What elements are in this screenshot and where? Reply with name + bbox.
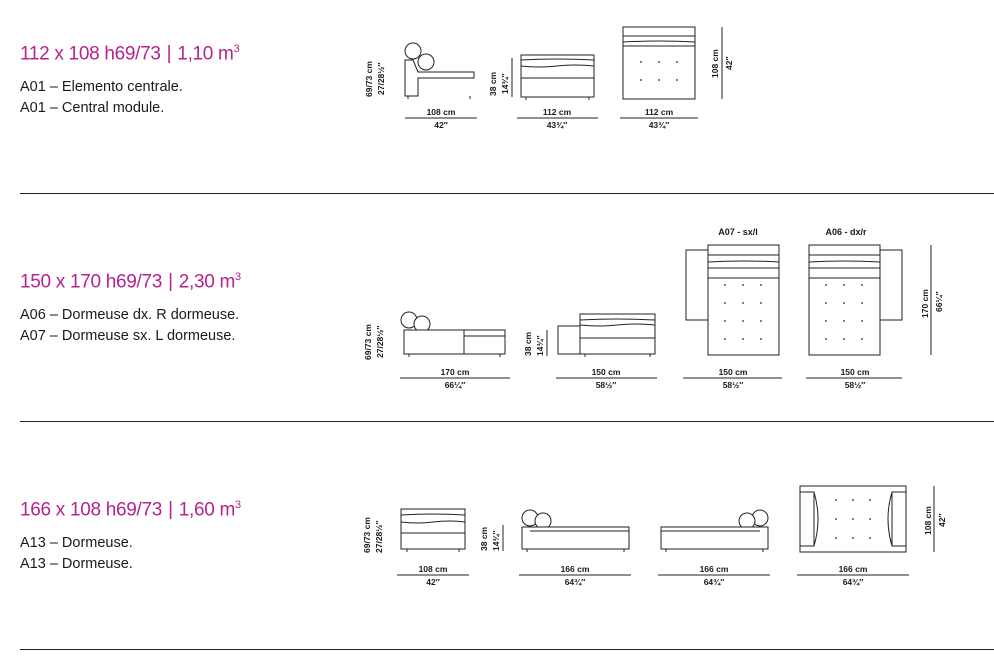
seat-cm-label: 38 cm <box>523 331 533 356</box>
title-volume: 1,60 m <box>178 499 236 521</box>
width-in-label: 42″ <box>434 120 448 130</box>
dimension-width-top-right: 150 cm 58½″ <box>806 367 902 390</box>
height-in-label: 27/28½″ <box>374 521 384 553</box>
front-view-dormeuse <box>557 313 656 357</box>
dimension-width-side: 108 cm 42″ <box>405 107 477 130</box>
title-volume: 2,30 m <box>178 271 236 293</box>
section-divider <box>20 649 994 650</box>
section-divider <box>20 193 994 194</box>
width-cm-label: 108 cm <box>419 564 448 574</box>
width-in-label: 58½″ <box>596 380 617 390</box>
dimension-depth: 170 cm 66¼″ <box>920 245 944 355</box>
dimension-depth: 108 cm 42″ <box>710 27 734 99</box>
width-cm-label: 150 cm <box>592 367 621 377</box>
section-1-description: A01 – Elemento centrale. A01 – Central m… <box>20 77 183 119</box>
dimension-width-top-left: 150 cm 58½″ <box>683 367 782 390</box>
top-view-a13 <box>799 485 907 553</box>
height-in-label: 27/28½″ <box>375 326 385 358</box>
title-dimensions: 112 x 108 h69/73 <box>20 43 161 65</box>
depth-in-label: 66¼″ <box>934 291 944 312</box>
depth-cm-label: 108 cm <box>710 49 720 78</box>
depth-in-label: 42″ <box>937 513 947 527</box>
width-cm-label: 166 cm <box>561 564 590 574</box>
dimension-height: 69/73 cm 27/28½″ <box>362 517 384 553</box>
dimension-depth: 108 cm 42″ <box>923 486 947 552</box>
height-cm-label: 69/73 cm <box>363 324 373 360</box>
title-volume: 1,10 m <box>177 43 234 65</box>
width-in-label: 43¾″ <box>649 120 670 130</box>
width-in-label: 42″ <box>426 577 440 587</box>
height-cm-label: 69/73 cm <box>364 61 374 97</box>
dimension-width-top: 112 cm 43¾″ <box>620 107 698 130</box>
dimension-width-front: 112 cm 43¾″ <box>517 107 598 130</box>
seat-cm-label: 38 cm <box>488 71 498 96</box>
top-view-dormeuse-right: A06 - dx/r <box>808 227 903 356</box>
variant-left-label: A07 - sx/l <box>718 227 758 237</box>
depth-cm-label: 170 cm <box>920 289 930 318</box>
width-cm-label: 108 cm <box>427 107 456 117</box>
dimension-height: 69/73 cm 27/28½″ <box>364 61 386 97</box>
depth-cm-label: 108 cm <box>923 506 933 535</box>
seat-in-label: 14¾″ <box>491 530 501 551</box>
side-view-central-module <box>404 42 475 99</box>
side-view-a13-right <box>660 509 769 552</box>
front-view-a13 <box>400 508 466 552</box>
dimension-width-front: 108 cm 42″ <box>397 564 469 587</box>
section-3-description: A13 – Dormeuse. A13 – Dormeuse. <box>20 533 133 575</box>
section-2-title: 150 x 170 h69/73|2,30 m3 <box>20 271 241 293</box>
width-cm-label: 170 cm <box>441 367 470 377</box>
width-in-label: 58½″ <box>723 380 744 390</box>
top-view-central-module <box>622 26 696 100</box>
dimension-width-side: 170 cm 66¼″ <box>400 367 510 390</box>
dimension-width-front: 150 cm 58½″ <box>556 367 657 390</box>
depth-in-label: 42″ <box>724 56 734 70</box>
seat-in-label: 14¾″ <box>535 335 545 356</box>
width-cm-label: 150 cm <box>719 367 748 377</box>
width-cm-label: 112 cm <box>645 107 674 117</box>
dimension-seat-height: 38 cm 14¾″ <box>523 330 548 356</box>
dimension-width-top: 166 cm 64¾″ <box>797 564 909 587</box>
description-line-it: A13 – Dormeuse. <box>20 535 133 551</box>
side-view-a13-left <box>521 509 630 552</box>
width-in-label: 43¾″ <box>547 120 568 130</box>
dimension-width-side-right: 166 cm 64¾″ <box>658 564 770 587</box>
width-cm-label: 112 cm <box>543 107 572 117</box>
section-1-title: 112 x 108 h69/73|1,10 m3 <box>20 43 240 65</box>
top-view-dormeuse-left: A07 - sx/l <box>685 227 780 356</box>
width-in-label: 58½″ <box>845 380 866 390</box>
seat-cm-label: 38 cm <box>479 526 489 551</box>
dimension-width-side-left: 166 cm 64¾″ <box>519 564 631 587</box>
height-in-label: 27/28½″ <box>376 63 386 95</box>
section-divider <box>20 421 994 422</box>
description-line-it: A01 – Elemento centrale. <box>20 79 183 95</box>
description-line-en: A01 – Central module. <box>20 100 165 116</box>
title-dimensions: 166 x 108 h69/73 <box>20 499 163 521</box>
seat-in-label: 14¾″ <box>500 73 510 94</box>
dimension-seat-height: 38 cm 14¾″ <box>488 58 513 97</box>
width-cm-label: 166 cm <box>839 564 868 574</box>
variant-right-label: A06 - dx/r <box>825 227 867 237</box>
width-cm-label: 166 cm <box>700 564 729 574</box>
description-line-en: A07 – Dormeuse sx. L dormeuse. <box>20 328 236 344</box>
title-dimensions: 150 x 170 h69/73 <box>20 271 163 293</box>
section-2-description: A06 – Dormeuse dx. R dormeuse. A07 – Dor… <box>20 305 239 347</box>
width-in-label: 64¾″ <box>843 577 864 587</box>
width-cm-label: 150 cm <box>841 367 870 377</box>
front-view-central-module <box>520 54 595 100</box>
section-3-title: 166 x 108 h69/73|1,60 m3 <box>20 499 241 521</box>
side-view-dormeuse <box>400 311 506 357</box>
width-in-label: 64¾″ <box>565 577 586 587</box>
width-in-label: 66¼″ <box>445 380 466 390</box>
dimension-seat-height: 38 cm 14¾″ <box>479 525 504 551</box>
description-line-it: A06 – Dormeuse dx. R dormeuse. <box>20 307 240 323</box>
width-in-label: 64¾″ <box>704 577 725 587</box>
height-cm-label: 69/73 cm <box>362 517 372 553</box>
dimension-height: 69/73 cm 27/28½″ <box>363 324 385 360</box>
description-line-en: A13 – Dormeuse. <box>20 556 133 572</box>
